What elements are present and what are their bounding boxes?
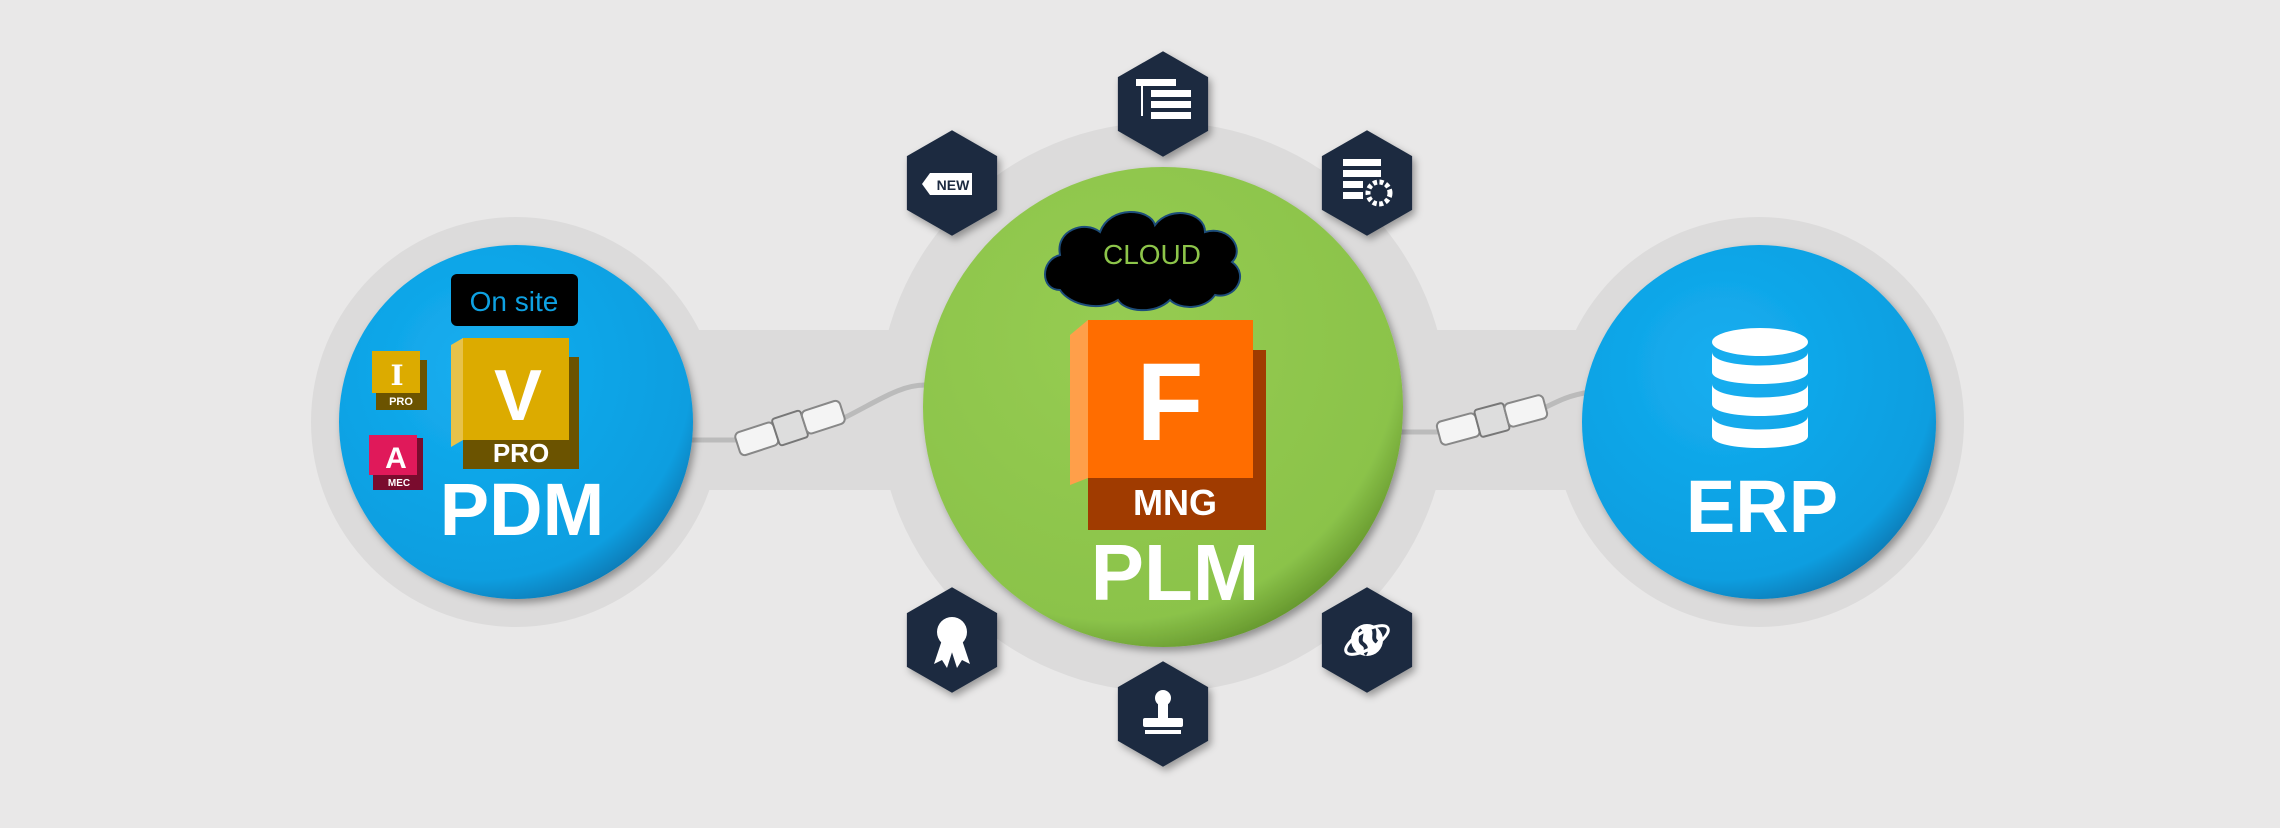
svg-text:I: I — [390, 359, 403, 392]
on-site-label: On site — [470, 286, 559, 317]
svg-text:V: V — [494, 356, 542, 436]
pdm-plm-connector — [690, 382, 926, 457]
fusion-manage-logo: F MNG — [1070, 320, 1266, 530]
svg-text:MEC: MEC — [388, 478, 410, 489]
erp-title: ERP — [1686, 465, 1838, 548]
svg-text:PRO: PRO — [389, 396, 413, 408]
cloud-label: CLOUD — [1103, 239, 1201, 270]
settings-list-icon — [1321, 130, 1413, 236]
svg-text:A: A — [385, 442, 407, 475]
pdm-title: PDM — [440, 468, 604, 551]
database-icon — [1712, 328, 1808, 448]
pdm-node: On site V PRO I PRO A MEC PDM — [339, 245, 693, 599]
svg-text:F: F — [1136, 341, 1203, 464]
award-ribbon-icon — [906, 587, 998, 693]
svg-text:NEW: NEW — [937, 177, 970, 193]
on-site-badge — [451, 274, 578, 326]
vault-pro-logo: V PRO — [451, 338, 579, 469]
plm-node: CLOUD F MNG PLM — [923, 167, 1403, 647]
plm-title: PLM — [1091, 528, 1260, 617]
inventor-pro-logo: I PRO — [372, 351, 427, 410]
svg-text:PRO: PRO — [493, 438, 549, 468]
erp-node: ERP — [1582, 245, 1936, 599]
plm-erp-connector — [1400, 389, 1591, 446]
hierarchy-list-icon — [1117, 51, 1209, 157]
svg-text:MNG: MNG — [1133, 482, 1217, 523]
cloud-badge: CLOUD — [1044, 211, 1242, 312]
stamp-icon — [1117, 661, 1209, 767]
autocad-mechanical-logo: A MEC — [369, 435, 423, 490]
new-tag-icon: NEW — [906, 130, 998, 236]
globe-icon — [1321, 587, 1413, 693]
